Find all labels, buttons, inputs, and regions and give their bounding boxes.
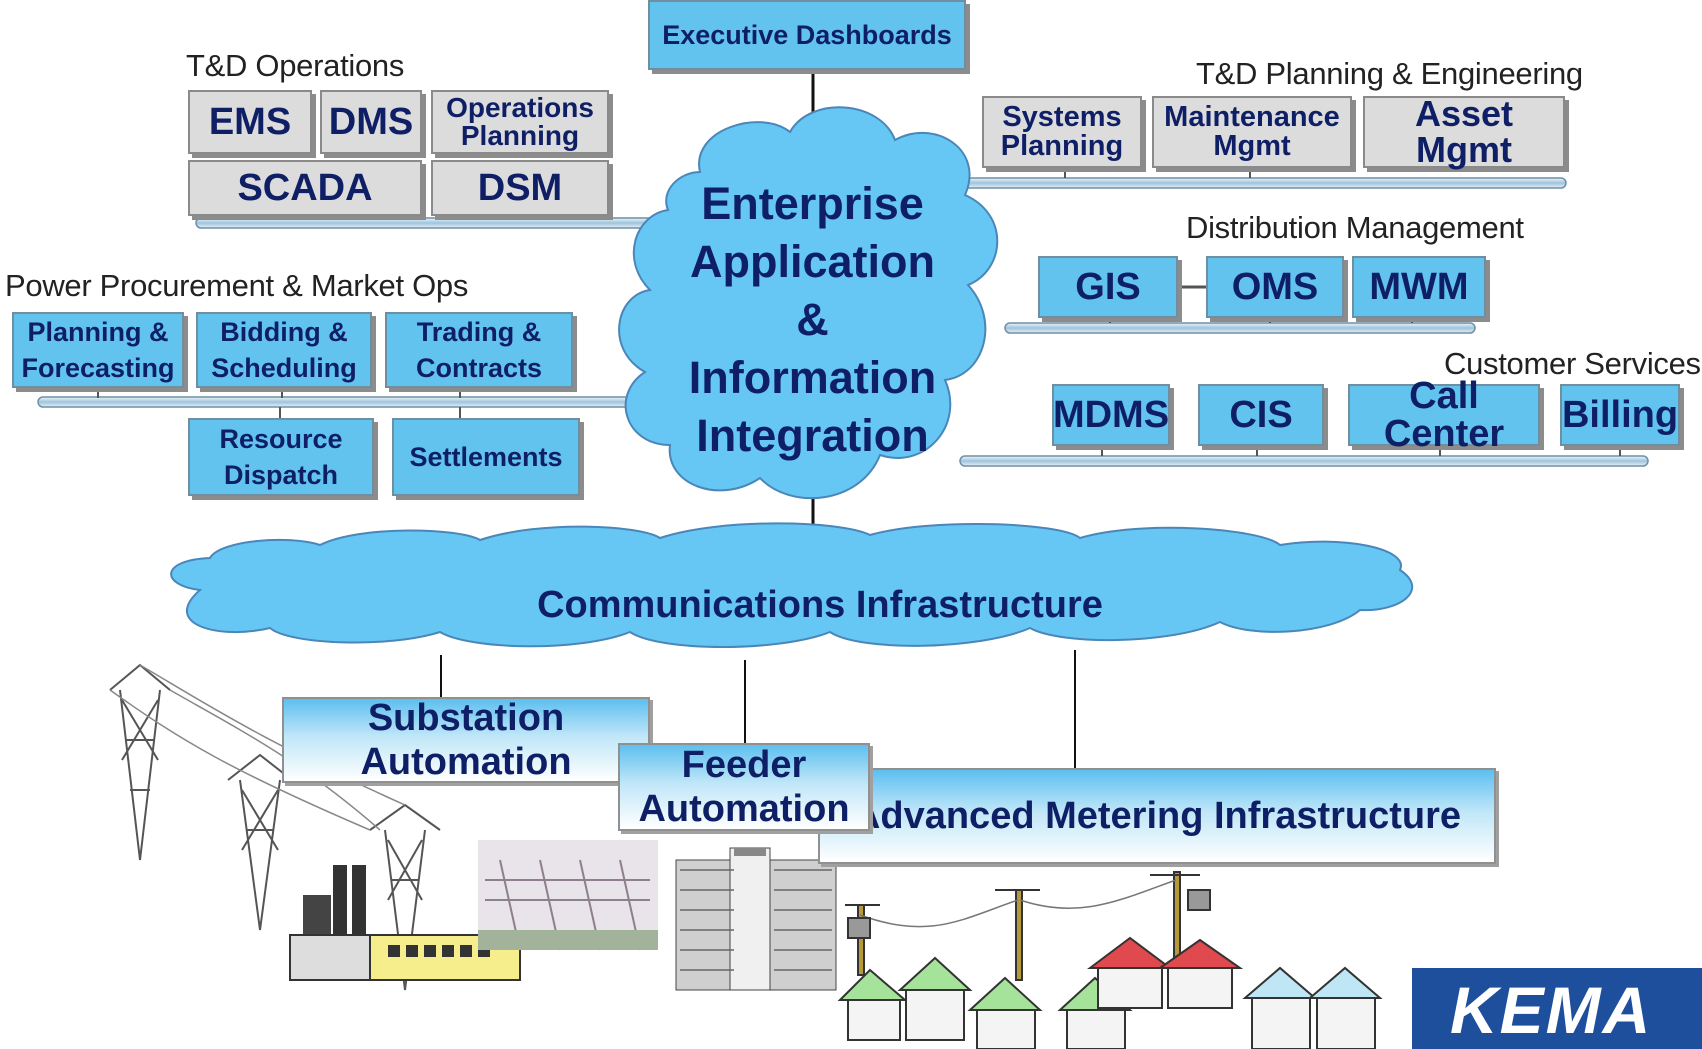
planning-forecasting-box: Planning & Forecasting — [12, 312, 184, 388]
mdms-box: MDMS — [1052, 384, 1170, 446]
gis-box: GIS — [1038, 256, 1178, 318]
distribution-management-label: Distribution Management — [1186, 210, 1524, 245]
bus-td-planning — [929, 177, 1567, 189]
communications-cloud — [170, 522, 1414, 648]
customer-services-label: Customer Services — [1444, 346, 1701, 381]
settlements-box: Settlements — [392, 418, 580, 496]
advanced-metering-box: Advanced Metering Infrastructure — [818, 768, 1496, 864]
residential-illustration — [837, 871, 1383, 1049]
substation-illustration — [478, 840, 658, 951]
kema-logo: KEMA — [1412, 968, 1702, 1049]
scada-box: SCADA — [188, 160, 422, 216]
td-operations-label: T&D Operations — [186, 48, 405, 83]
enterprise-cloud-label: Enterprise Application & Information Int… — [680, 175, 945, 465]
mwm-box: MWM — [1352, 256, 1486, 318]
kema-logo-text: KEMA — [1450, 973, 1653, 1047]
oms-box: OMS — [1206, 256, 1344, 318]
bus-power-procurement — [37, 396, 679, 408]
td-planning-label: T&D Planning & Engineering — [1196, 56, 1583, 91]
maintenance-mgmt-box: Maintenance Mgmt — [1152, 96, 1352, 168]
bus-customer-services — [959, 455, 1649, 467]
office-building-illustration — [675, 847, 837, 991]
feeder-automation-box: Feeder Automation — [618, 743, 870, 831]
cis-box: CIS — [1198, 384, 1324, 446]
systems-planning-box: Systems Planning — [982, 96, 1142, 168]
bus-td-operations — [195, 217, 667, 229]
call-center-box: Call Center — [1348, 377, 1540, 453]
asset-mgmt-box: Asset Mgmt — [1363, 96, 1565, 168]
dsm-box: DSM — [431, 160, 609, 216]
bidding-scheduling-box: Bidding & Scheduling — [196, 312, 372, 388]
enterprise-line-4: Information — [688, 352, 937, 403]
operations-planning-box: Operations Planning — [431, 90, 609, 154]
transmission-towers — [109, 663, 441, 991]
enterprise-cloud — [618, 106, 999, 500]
resource-dispatch-box: Resource Dispatch — [188, 418, 374, 496]
substation-automation-box: Substation Automation — [282, 697, 650, 783]
executive-dashboards-box: Executive Dashboards — [648, 0, 966, 70]
dms-box: DMS — [320, 90, 422, 154]
power-procurement-label: Power Procurement & Market Ops — [5, 268, 469, 303]
enterprise-line-5: Integration — [696, 410, 929, 461]
enterprise-line-3: & — [796, 294, 829, 345]
communications-infrastructure-label: Communications Infrastructure — [537, 584, 1103, 626]
enterprise-line-1: Enterprise — [701, 178, 924, 229]
power-plant-illustration — [289, 865, 521, 981]
trading-contracts-box: Trading & Contracts — [385, 312, 573, 388]
ems-box: EMS — [188, 90, 312, 154]
billing-box: Billing — [1560, 384, 1680, 446]
enterprise-line-2: Application — [690, 236, 935, 287]
bus-distribution — [1004, 322, 1476, 334]
